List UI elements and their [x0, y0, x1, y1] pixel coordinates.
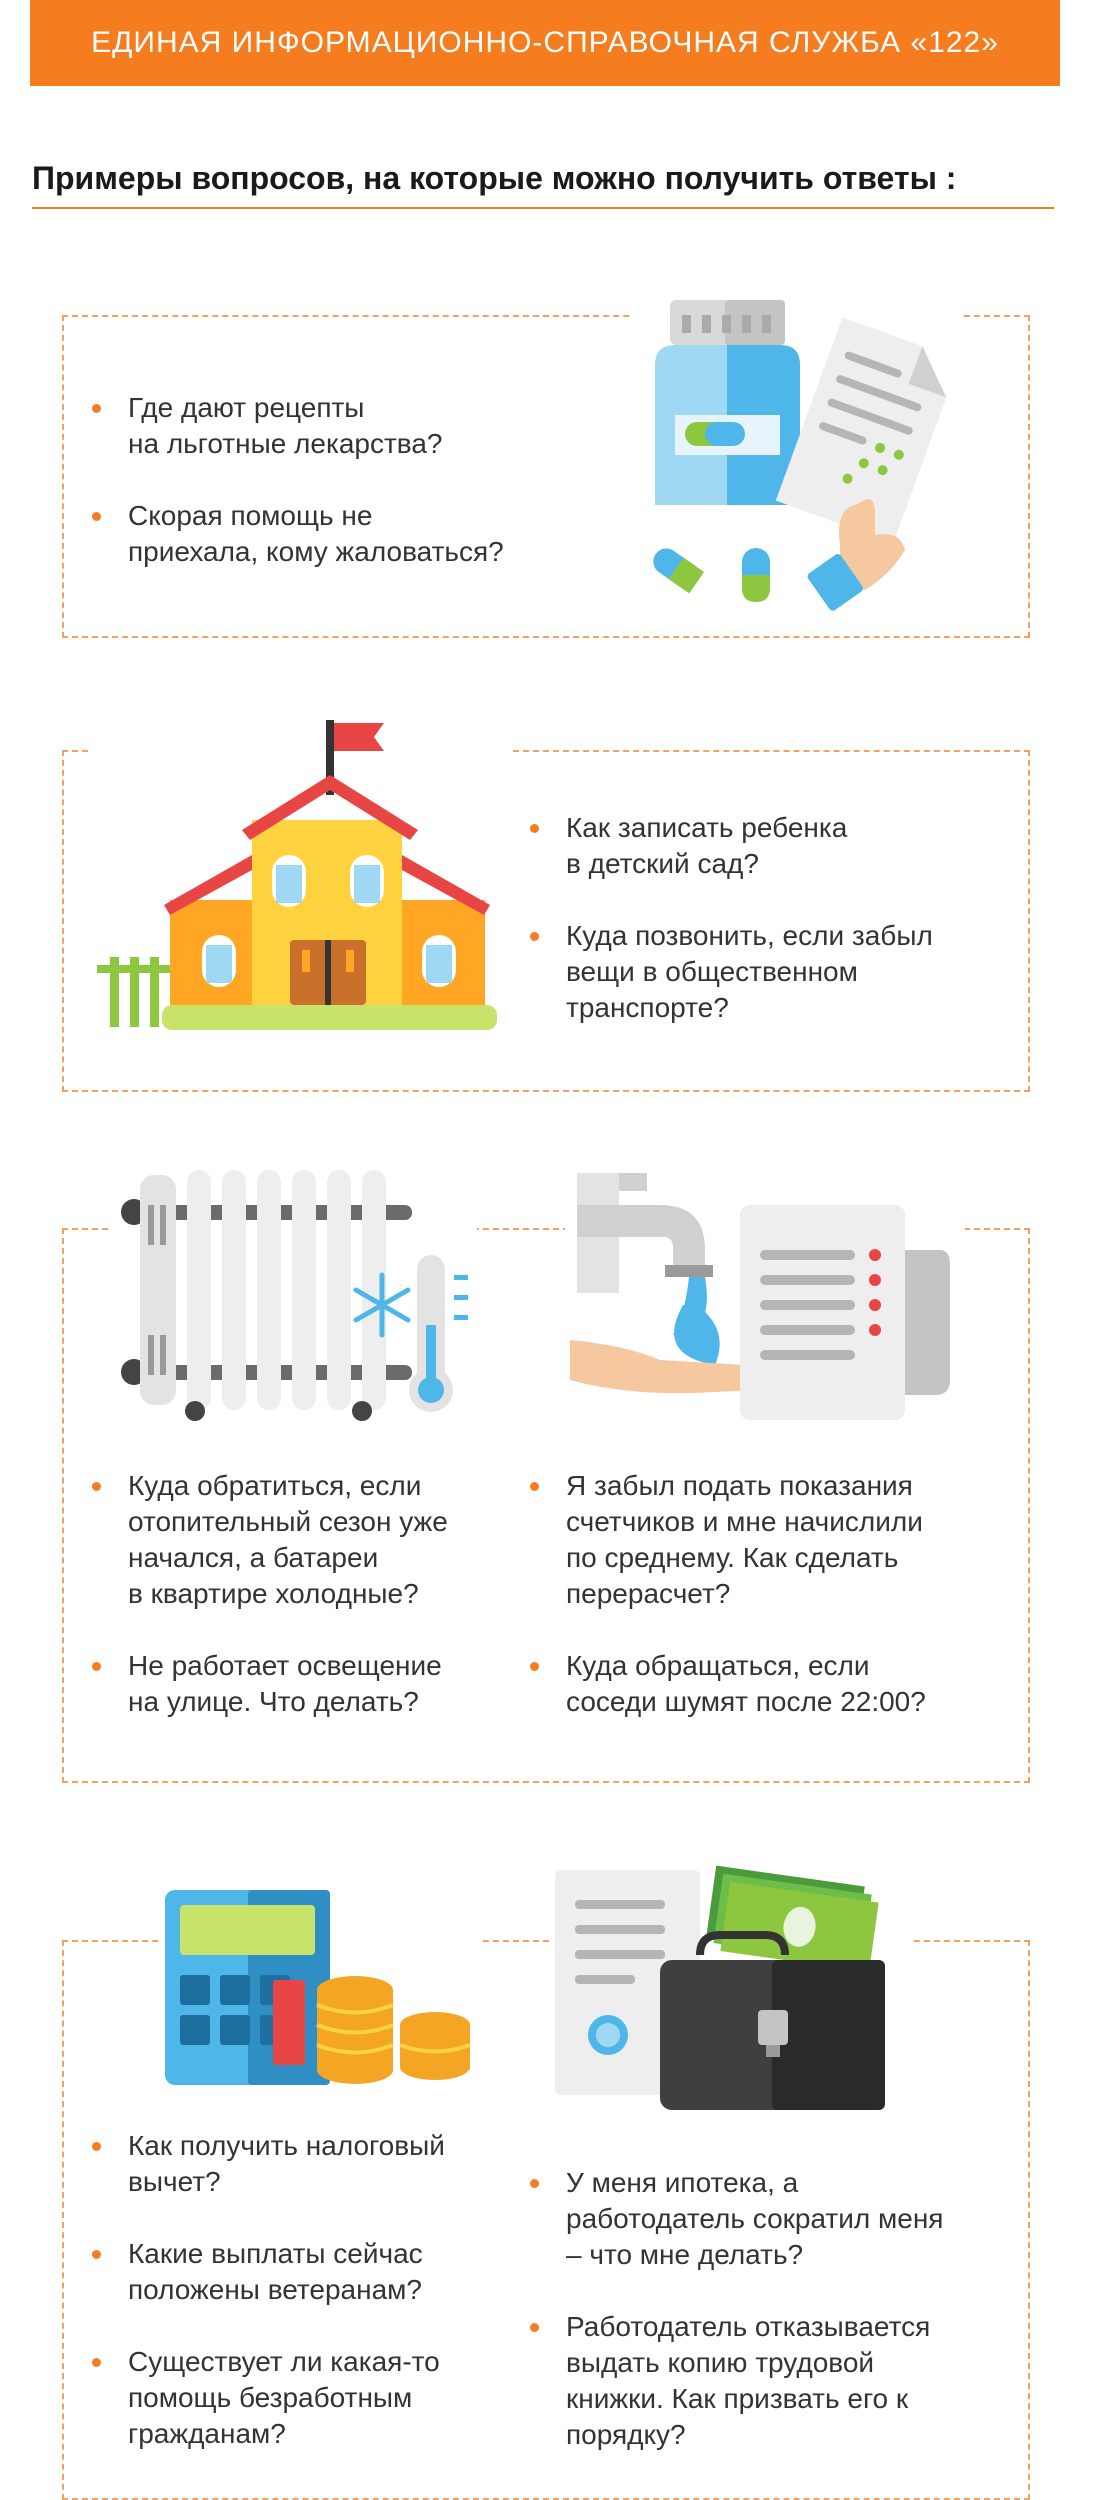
header-title: ЕДИНАЯ ИНФОРМАЦИОННО-СПРАВОЧНАЯ СЛУЖБА «… [91, 26, 999, 59]
question-text: Скорая помощь не приехала, кому жаловать… [128, 500, 504, 567]
question-list-social-right: У меня ипотека, а работодатель сократил … [530, 2165, 1010, 2489]
question-text: Куда обратиться, если отопительный сезон… [128, 1470, 448, 1609]
section-box-social [62, 1940, 1030, 2500]
question-text: Существует ли какая-то помощь безработны… [128, 2346, 440, 2449]
list-item: Работодатель отказывается выдать копию т… [530, 2309, 1010, 2453]
medicine-bottle-prescription-icon [630, 290, 960, 620]
question-text: Не работает освещение на улице. Что дела… [128, 1650, 442, 1717]
question-text: У меня ипотека, а работодатель сократил … [566, 2167, 944, 2270]
question-list-health: Где дают рецепты на льготные лекарства? … [92, 390, 612, 606]
question-text: Работодатель отказывается выдать копию т… [566, 2311, 931, 2450]
question-text: Где дают рецепты на льготные лекарства? [128, 392, 443, 459]
question-list-utilities-left: Куда обратиться, если отопительный сезон… [92, 1468, 532, 1756]
faucet-water-bill-icon [565, 1165, 965, 1430]
section-box-kindergarten [62, 750, 1030, 1092]
question-list-utilities-right: Я забыл подать показания счетчиков и мне… [530, 1468, 1010, 1756]
question-text: Какие выплаты сейчас положены ветеранам? [128, 2238, 423, 2305]
list-item: Куда обращаться, если соседи шумят после… [530, 1648, 1010, 1720]
list-item: Куда позвонить, если забыл вещи в общест… [530, 918, 1010, 1026]
header-banner: ЕДИНАЯ ИНФОРМАЦИОННО-СПРАВОЧНАЯ СЛУЖБА «… [30, 0, 1060, 86]
list-item: Скорая помощь не приехала, кому жаловать… [92, 498, 612, 570]
question-text: Куда обращаться, если соседи шумят после… [566, 1650, 926, 1717]
question-text: Как записать ребенка в детский сад? [566, 812, 848, 879]
kindergarten-building-icon [92, 715, 512, 1050]
question-list-kindergarten: Как записать ребенка в детский сад? Куда… [530, 810, 1010, 1062]
list-item: Существует ли какая-то помощь безработны… [92, 2344, 532, 2452]
list-item: Какие выплаты сейчас положены ветеранам? [92, 2236, 532, 2308]
list-item: Где дают рецепты на льготные лекарства? [92, 390, 612, 462]
list-item: Как получить налоговый вычет? [92, 2128, 532, 2200]
list-item: Я забыл подать показания счетчиков и мне… [530, 1468, 1010, 1612]
briefcase-money-documents-icon [550, 1860, 910, 2120]
question-text: Куда позвонить, если забыл вещи в общест… [566, 920, 933, 1023]
radiator-thermometer-icon [112, 1165, 477, 1430]
section-box-health [62, 315, 1030, 638]
question-text: Я забыл подать показания счетчиков и мне… [566, 1470, 923, 1609]
list-item: Куда обратиться, если отопительный сезон… [92, 1468, 532, 1612]
calculator-coins-icon [160, 1880, 480, 2095]
list-item: Не работает освещение на улице. Что дела… [92, 1648, 532, 1720]
subtitle-underline [32, 207, 1054, 209]
section-box-utilities [62, 1228, 1030, 1783]
list-item: У меня ипотека, а работодатель сократил … [530, 2165, 1010, 2273]
page-subtitle: Примеры вопросов, на которые можно получ… [32, 160, 957, 196]
question-list-social-left: Как получить налоговый вычет? Какие выпл… [92, 2128, 532, 2488]
question-text: Как получить налоговый вычет? [128, 2130, 445, 2197]
list-item: Как записать ребенка в детский сад? [530, 810, 1010, 882]
